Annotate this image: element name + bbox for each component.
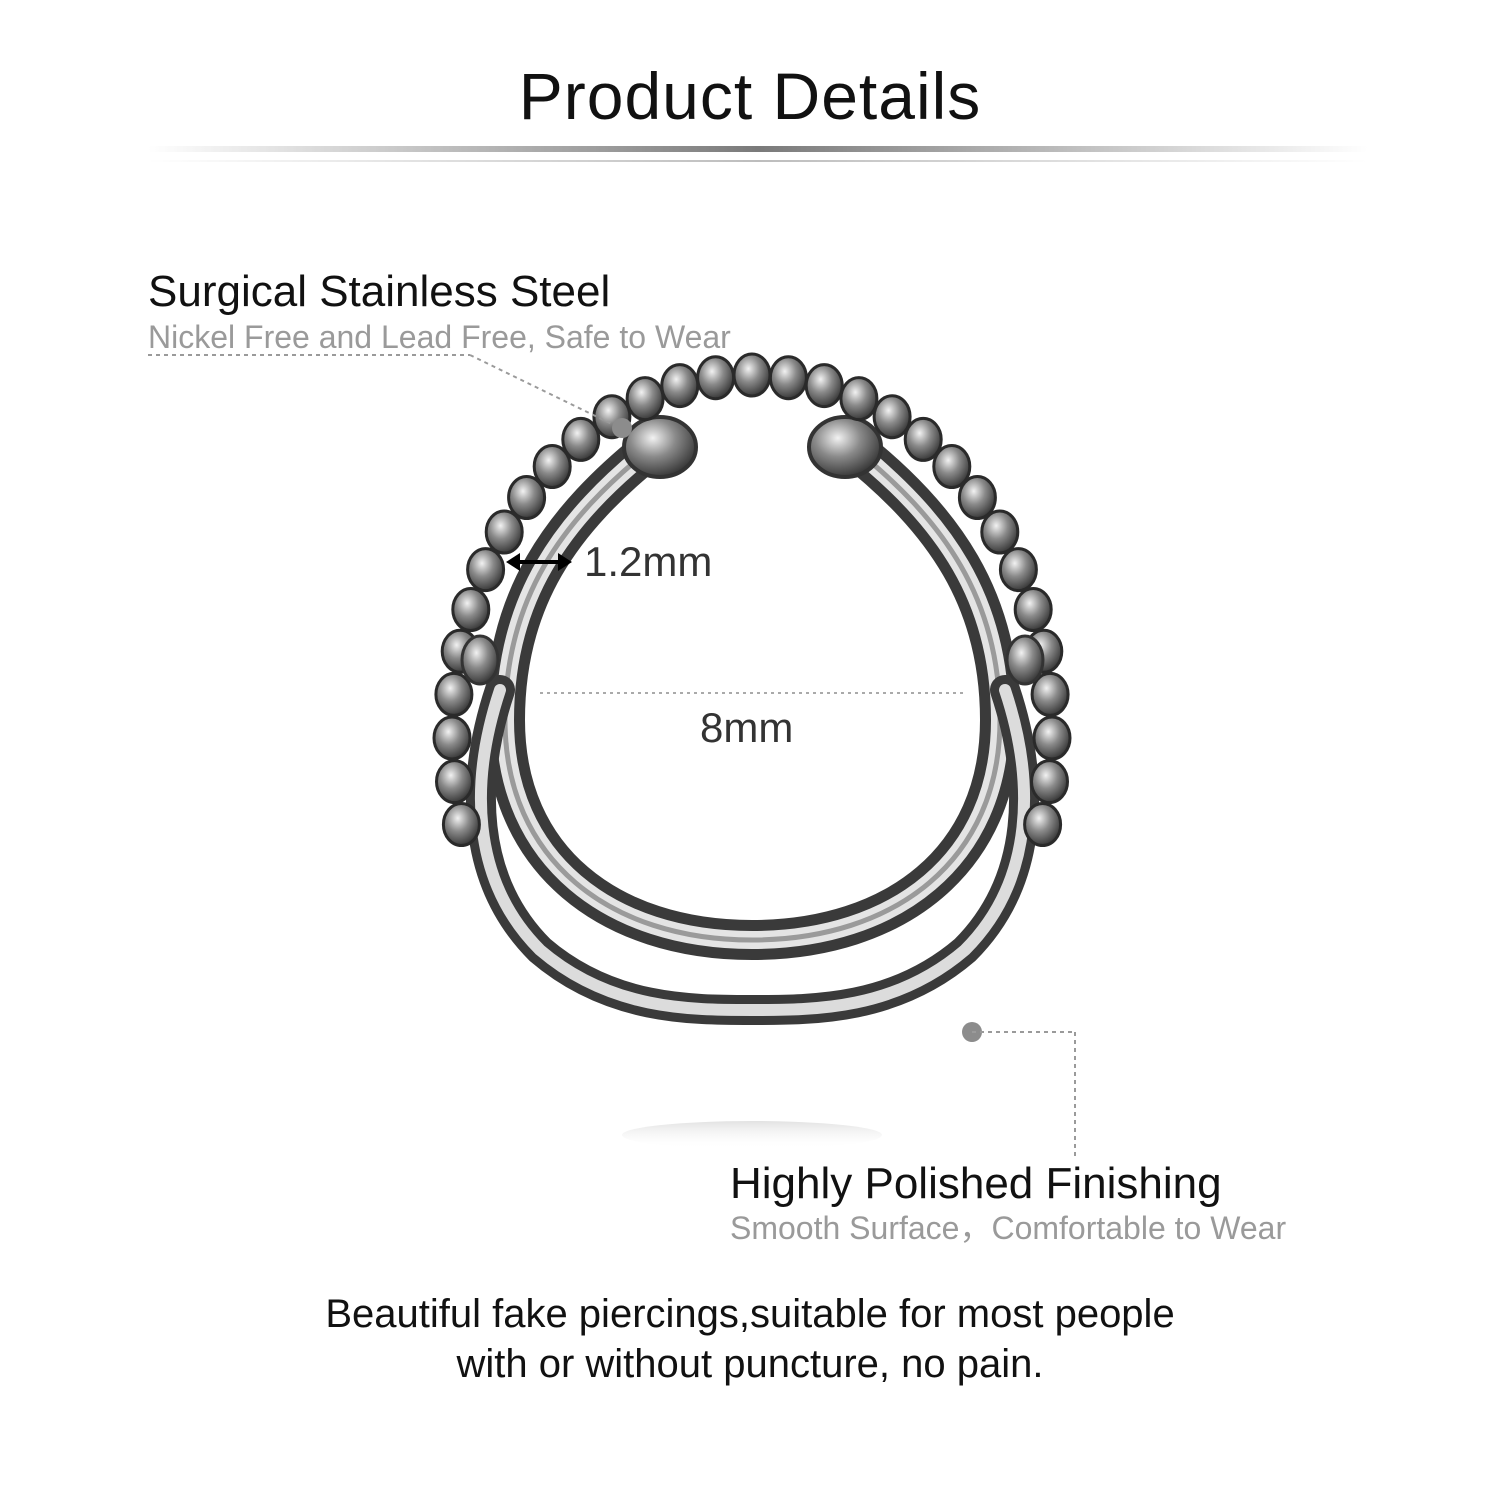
bead (768, 355, 808, 401)
bead (932, 444, 972, 489)
callout-bottom (962, 1022, 1076, 1160)
bead (998, 547, 1038, 593)
bead (451, 587, 491, 632)
bead (1023, 802, 1063, 847)
bead (1030, 759, 1069, 805)
feature-material-title: Surgical Stainless Steel (148, 267, 611, 316)
bead (804, 363, 844, 409)
bead (980, 509, 1020, 555)
bead (507, 475, 547, 520)
bead (441, 802, 481, 847)
bead (484, 509, 524, 555)
bead (903, 416, 943, 462)
left-end-ball (622, 415, 698, 479)
bead (696, 355, 736, 401)
bead (435, 759, 474, 805)
left-knob (460, 634, 500, 686)
wire-thickness-label: 1.2mm (584, 538, 713, 585)
bead (1013, 587, 1053, 632)
bead (466, 547, 506, 593)
thickness-arrow-icon (506, 553, 572, 571)
title-divider-thin (148, 160, 1368, 162)
feature-material-subtitle: Nickel Free and Lead Free, Safe to Wear (148, 319, 731, 355)
feature-finish-subtitle: Smooth Surface，Comfortable to Wear (730, 1210, 1287, 1246)
bead (561, 416, 601, 462)
footer-line-2: with or without puncture, no pain. (456, 1342, 1044, 1386)
reflection (622, 1121, 882, 1149)
bead (660, 363, 700, 409)
beaded-arc (432, 352, 1072, 847)
bead (839, 376, 879, 422)
bead (957, 475, 997, 520)
bead (872, 394, 912, 440)
bead (432, 715, 472, 761)
title-divider (148, 146, 1368, 152)
middle-arc (465, 675, 1040, 1026)
footer-line-1: Beautiful fake piercings,suitable for mo… (325, 1292, 1175, 1336)
right-end-ball (807, 415, 883, 479)
page-title: Product Details (518, 59, 982, 133)
bead (625, 376, 665, 422)
right-knob (1005, 634, 1045, 686)
inner-ring (484, 425, 1021, 961)
bead (434, 671, 474, 717)
bead (1032, 715, 1072, 761)
callout-top (148, 354, 632, 438)
bead (532, 444, 572, 489)
feature-finish-title: Highly Polished Finishing (730, 1159, 1222, 1208)
bead (732, 352, 772, 398)
inner-diameter-label: 8mm (700, 704, 794, 751)
bead (1030, 671, 1070, 717)
